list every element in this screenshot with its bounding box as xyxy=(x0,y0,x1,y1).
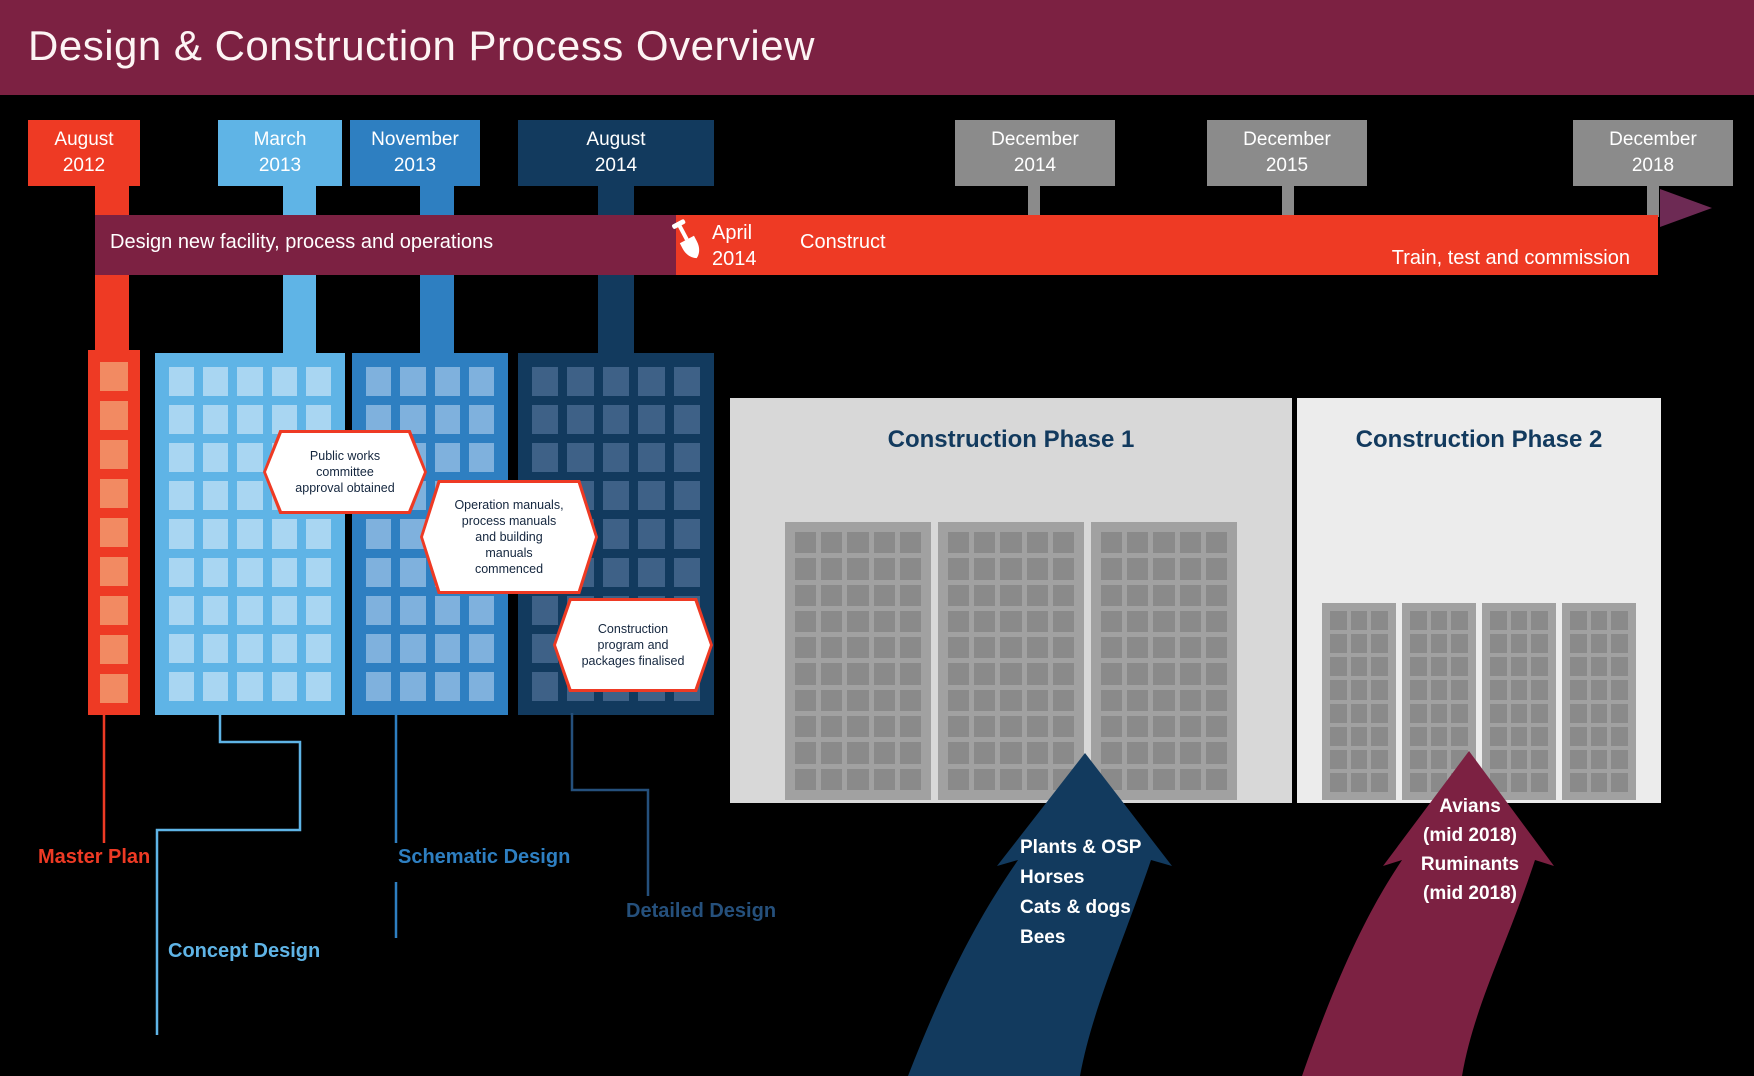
callout-text: Construction program and packages finali… xyxy=(581,622,685,668)
scope-item: Horses xyxy=(1020,867,1085,888)
timeline-arrowhead-icon xyxy=(1660,189,1712,227)
flag-year: 2018 xyxy=(1631,155,1675,176)
phase2-building xyxy=(1322,603,1396,800)
flag-month: August xyxy=(54,129,114,150)
phase1-building xyxy=(938,522,1084,800)
phase2-building xyxy=(1562,603,1636,800)
flag-month: March xyxy=(253,129,307,150)
construct-start-date: April 2014 xyxy=(712,220,757,272)
flag-pole-december-2015 xyxy=(1282,185,1294,217)
train-segment-label: Train, test and commission xyxy=(1391,247,1630,269)
scope-item: Bees xyxy=(1020,927,1066,948)
callout-public-works: Public works committee approval obtained xyxy=(263,430,427,514)
construct-start-year: 2014 xyxy=(712,248,757,270)
flag-month: December xyxy=(991,129,1079,150)
header-bar: Design & Construction Process Overview xyxy=(0,0,1754,95)
phase-2-title: Construction Phase 2 xyxy=(1355,426,1603,453)
callout-text: Public works committee approval obtained xyxy=(295,449,395,495)
flag-month: December xyxy=(1609,129,1697,150)
callout-operation-manuals: Operation manuals, process manuals and b… xyxy=(420,480,598,594)
hexagon-body: Operation manuals, process manuals and b… xyxy=(423,483,595,591)
scope-item: Plants & OSP xyxy=(1020,837,1142,858)
construct-start-month: April xyxy=(712,222,753,244)
stage-label-schematic-design: Schematic Design xyxy=(398,846,571,868)
flag-year: 2013 xyxy=(393,155,437,176)
page-title: Design & Construction Process Overview xyxy=(28,22,815,69)
concept-design-column xyxy=(155,353,345,715)
design-segment-label: Design new facility, process and operati… xyxy=(110,231,494,253)
flag-pole-december-2014 xyxy=(1028,185,1040,217)
flag-march-2013: March 2013 xyxy=(218,120,342,186)
phase1-building xyxy=(785,522,931,800)
timeline-design-segment xyxy=(95,215,676,275)
construct-segment-label: Construct xyxy=(800,231,886,253)
flag-december-2015: December 2015 xyxy=(1207,120,1367,186)
flag-year: 2013 xyxy=(258,155,302,176)
callout-text: Operation manuals, process manuals and b… xyxy=(454,498,564,576)
phase2-building xyxy=(1482,603,1556,800)
flag-pole-december-2018 xyxy=(1647,185,1659,217)
scope-item: Cats & dogs xyxy=(1020,897,1131,918)
flag-month: November xyxy=(371,129,459,150)
flag-november-2013: November 2013 xyxy=(350,120,480,186)
flag-december-2018: December 2018 xyxy=(1573,120,1733,186)
flag-month: August xyxy=(586,129,646,150)
hexagon-body: Construction program and packages finali… xyxy=(556,601,710,689)
stage-label-detailed-design: Detailed Design xyxy=(626,900,777,922)
shovel-icon xyxy=(666,216,712,271)
stage-label-concept-design: Concept Design xyxy=(168,940,321,962)
flag-december-2014: December 2014 xyxy=(955,120,1115,186)
flag-year: 2014 xyxy=(594,155,638,176)
stage-label-master-plan: Master Plan xyxy=(38,846,151,868)
phase1-scope-list: Plants & OSP Horses Cats & dogs Bees xyxy=(1020,833,1141,953)
flag-year: 2012 xyxy=(62,155,106,176)
phase-1-title: Construction Phase 1 xyxy=(887,426,1135,453)
callout-construction-program: Construction program and packages finali… xyxy=(553,598,713,692)
timeline-construct-segment xyxy=(676,215,1658,275)
flag-year: 2015 xyxy=(1265,155,1309,176)
phase2-building xyxy=(1402,603,1476,800)
phase2-scope-list: Avians (mid 2018) Ruminants (mid 2018) xyxy=(1420,796,1520,904)
flag-year: 2014 xyxy=(1013,155,1057,176)
flag-august-2012: August 2012 xyxy=(28,120,140,186)
hexagon-body: Public works committee approval obtained xyxy=(266,433,424,511)
flag-month: December xyxy=(1243,129,1331,150)
flag-august-2014: August 2014 xyxy=(518,120,714,186)
phase1-building xyxy=(1091,522,1237,800)
master-plan-column xyxy=(88,350,140,715)
